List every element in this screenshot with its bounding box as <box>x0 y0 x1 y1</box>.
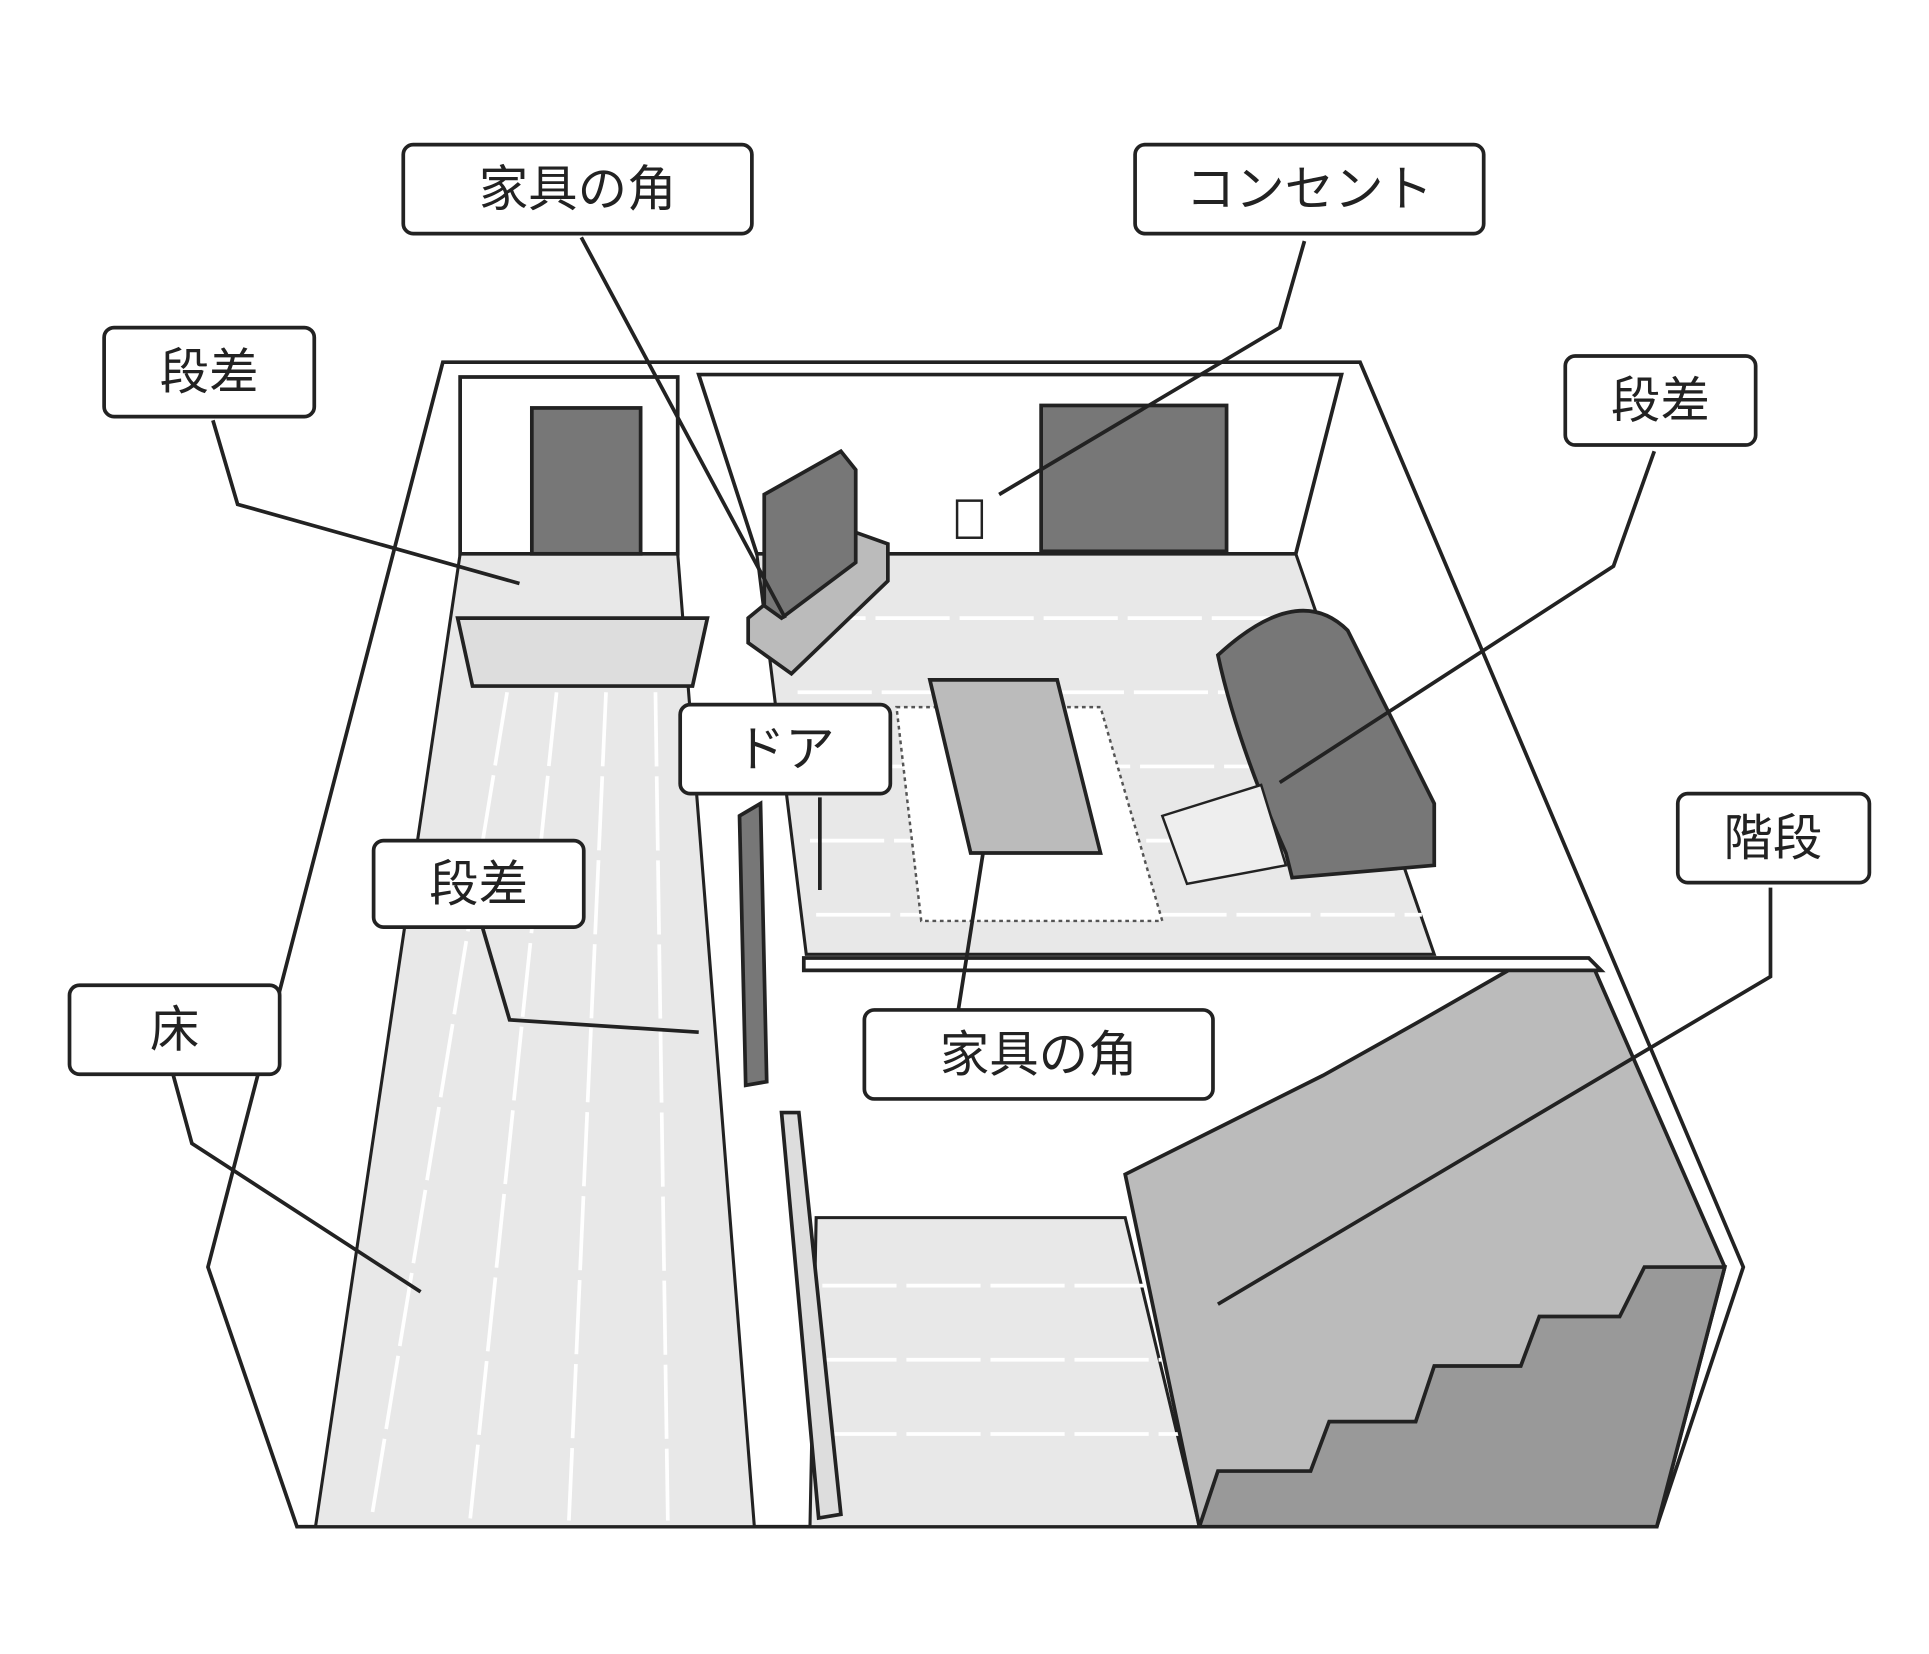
label-text: 家具の角 <box>940 1025 1138 1083</box>
label-stairs: 階段 <box>1675 791 1872 885</box>
tv <box>762 448 858 621</box>
baby-gate-top <box>455 616 710 688</box>
label-text: 段差 <box>1611 372 1710 430</box>
power-outlet <box>955 499 984 539</box>
label-step-right: 段差 <box>1563 354 1758 447</box>
label-furniture-corner-top: 家具の角 <box>401 142 754 236</box>
coffee-table <box>927 678 1103 855</box>
label-text: 床 <box>150 1001 199 1059</box>
baby-gate-side <box>779 1110 843 1521</box>
hallway-planks <box>369 691 670 1521</box>
room-front-wall <box>801 956 1606 973</box>
label-door: ドア <box>678 702 893 796</box>
balcony-door <box>1039 403 1229 554</box>
label-furniture-corner-bottom: 家具の角 <box>862 1008 1215 1101</box>
leader-lines <box>171 236 1773 1306</box>
hallway-door <box>529 406 643 556</box>
label-text: 階段 <box>1724 809 1823 867</box>
lower-planks <box>822 1283 1181 1436</box>
label-floor: 床 <box>67 983 282 1077</box>
stair-side <box>1196 1265 1728 1529</box>
floor-chair <box>1160 783 1288 886</box>
hall-door-panel <box>737 800 769 1088</box>
room-illustration <box>206 360 1746 1529</box>
label-text: 段差 <box>429 855 528 913</box>
label-text: ドア <box>736 720 835 778</box>
label-outlet: コンセント <box>1133 142 1486 236</box>
label-text: コンセント <box>1186 160 1433 218</box>
label-text: 家具の角 <box>479 160 677 218</box>
label-step-middle: 段差 <box>371 838 586 929</box>
label-step-left: 段差 <box>102 325 317 419</box>
label-text: 段差 <box>160 343 259 401</box>
sofa <box>1215 608 1437 880</box>
